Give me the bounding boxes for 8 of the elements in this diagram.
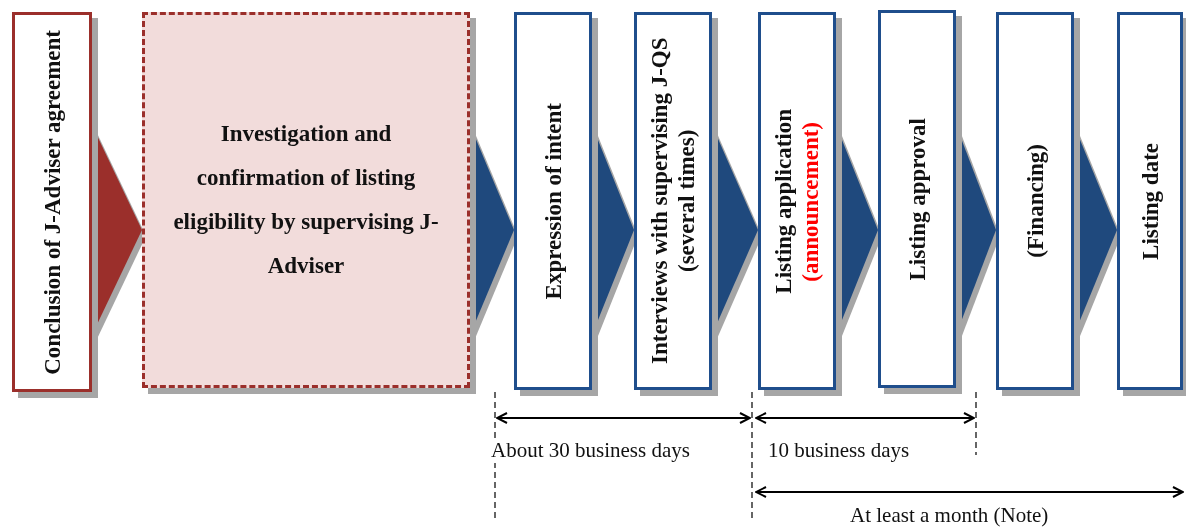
- step-label: Listing application (announcement): [770, 108, 824, 294]
- step-label: Listing approval: [903, 117, 931, 281]
- step-label: Conclusion of J-Adviser agreement: [38, 29, 66, 375]
- step-label: Interviews with supervising J-QS (several times): [646, 36, 700, 367]
- step-label: (Financing): [1021, 144, 1049, 258]
- step-label: Investigation and confirmation of listing eligibility by supervising J-Adviser: [172, 120, 440, 280]
- step-label: Expression of intent: [539, 102, 567, 300]
- step-label: Listing date: [1136, 142, 1164, 260]
